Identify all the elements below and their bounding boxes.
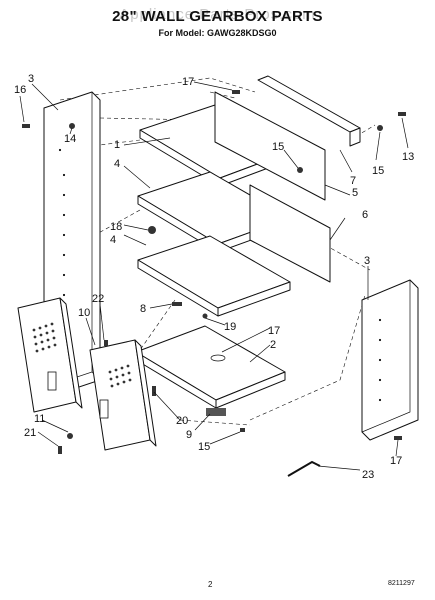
hardware-parts <box>22 90 406 477</box>
callout-23: 23 <box>362 469 374 481</box>
callout-9: 9 <box>186 429 192 441</box>
page-number: 2 <box>208 580 213 589</box>
model-subtitle: For Model: GAWG28KDSG0 <box>158 28 277 38</box>
callout-15-mid: 15 <box>272 141 284 153</box>
callout-15-left: 14 <box>64 133 76 145</box>
callout-3-left: 3 <box>28 73 34 85</box>
right-side-panel <box>361 279 419 441</box>
callout-20: 20 <box>176 415 188 427</box>
callout-14: 15 <box>372 165 384 177</box>
bottom-plate <box>135 325 286 409</box>
callout-7: 7 <box>350 175 356 187</box>
callout-8: 8 <box>140 303 146 315</box>
callout-5: 5 <box>352 187 358 199</box>
callout-4-lower: 4 <box>110 234 116 246</box>
door-outer <box>17 297 83 413</box>
callout-numbers: 3 16 14 17 1 4 18 4 15 5 6 7 15 13 3 8 2… <box>14 73 414 481</box>
rear-panel <box>214 91 326 201</box>
leader-lines <box>19 81 409 471</box>
callout-17-top: 17 <box>182 76 194 88</box>
callout-6: 6 <box>362 209 368 221</box>
callout-21: 21 <box>24 427 36 439</box>
document-code: 8211297 <box>388 580 415 587</box>
middle-shelf-lower <box>137 235 291 317</box>
callout-22: 22 <box>92 293 104 305</box>
callout-16: 17 <box>268 325 280 337</box>
callout-10: 10 <box>78 307 90 319</box>
door-inner <box>89 339 157 451</box>
callout-12: 16 <box>14 84 26 96</box>
top-rail <box>257 75 361 147</box>
callout-19: 19 <box>224 321 236 333</box>
callout-17-bottom: 17 <box>390 455 402 467</box>
page-title: 28" WALL GEARBOX PARTS <box>112 8 323 25</box>
callout-13: 13 <box>402 151 414 163</box>
callout-4-top: 4 <box>114 158 120 170</box>
callout-1: 1 <box>114 139 120 151</box>
callout-11: 11 <box>34 413 45 425</box>
callout-18: 18 <box>110 221 122 233</box>
callout-3-right: 3 <box>364 255 370 267</box>
watermark: Appliance Parts Pros.com <box>119 6 316 23</box>
back-panel <box>249 184 331 283</box>
callout-15-bottom: 15 <box>198 441 210 453</box>
callout-2: 2 <box>270 339 276 351</box>
